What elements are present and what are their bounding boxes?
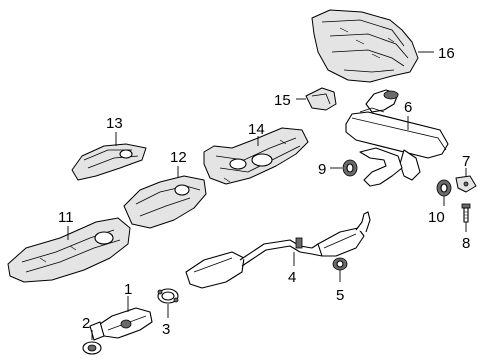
part-10-hanger-insulator	[436, 179, 452, 197]
part-12-front-heat-shield	[123, 175, 207, 229]
callout-16: 16	[438, 45, 455, 62]
callout-11: 11	[58, 209, 74, 226]
part-4-intermediate-pipe	[185, 211, 371, 289]
callout-9: 9	[318, 161, 326, 178]
callout-14: 14	[248, 121, 265, 138]
callout-15: 15	[274, 92, 291, 109]
part-13-heat-shield	[71, 143, 147, 181]
callout-1: 1	[124, 281, 132, 298]
part-5-insulator	[332, 257, 348, 271]
callout-6: 6	[404, 99, 412, 116]
part-6-rear-muffler	[345, 89, 449, 187]
part-15-bracket	[305, 87, 337, 111]
part-3-clamp	[157, 288, 179, 304]
callout-7: 7	[462, 153, 470, 170]
callout-5: 5	[336, 287, 344, 304]
part-2-gasket	[82, 341, 102, 355]
part-8-bolt	[461, 203, 471, 223]
part-16-rear-heat-shield	[311, 9, 419, 83]
callout-10: 10	[428, 209, 445, 226]
callout-4: 4	[288, 269, 296, 286]
part-14-center-heat-shield	[203, 127, 309, 185]
callout-2: 2	[82, 315, 90, 332]
callout-3: 3	[162, 321, 170, 338]
callout-13: 13	[106, 115, 123, 132]
callout-8: 8	[462, 235, 470, 252]
part-11-underbody-heat-shield	[7, 217, 131, 283]
callout-12: 12	[170, 149, 187, 166]
part-1-catalytic-converter	[89, 307, 153, 341]
part-7-bracket	[455, 175, 477, 193]
part-9-insulator	[342, 159, 358, 177]
